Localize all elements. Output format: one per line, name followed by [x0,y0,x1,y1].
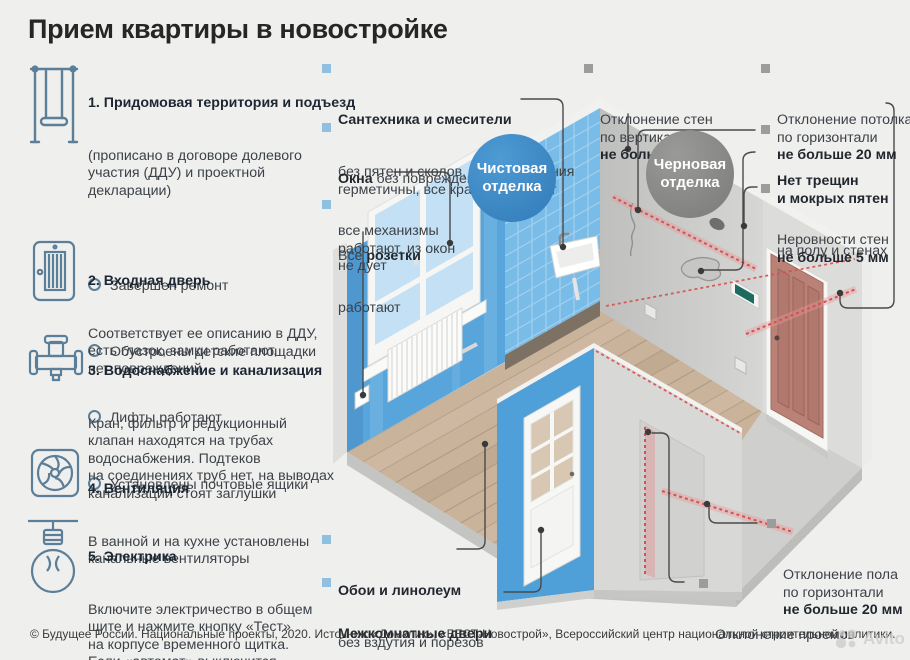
callout-wall-evenness [743,186,758,224]
blue-bullet-icon [322,123,331,132]
annotation-interior-doors: Межкомнатные двери без повреждений, ручк… [322,574,563,660]
section-desc: Включите электричество в общем щите и на… [88,602,313,660]
checklist: Завершен ремонт Обустроены детские площа… [88,243,328,543]
blue-bullet-icon [322,535,331,544]
badge-clean-finish: Чистовая отделка [468,134,556,222]
gray-bullet-icon [767,519,776,528]
section-desc: В ванной и на кухне установлены канальны… [88,534,310,568]
wall-cut-edge [333,243,347,464]
annotation-sockets: Все розетки работают [322,196,421,353]
page-title: Прием квартиры в новостройке [28,14,448,44]
circle-bullet-icon [88,277,101,291]
badge-rough-finish: Черновая отделка [646,130,734,218]
interior-door [523,385,581,587]
callout-lines [362,98,895,593]
rough-socket-1 [644,302,657,321]
section-entry-door: 2. Входная дверь Соответствует ее описан… [28,238,328,413]
circle-bullet-icon [88,410,101,424]
window-wall [347,147,505,452]
measure-partition-top [595,350,741,434]
electrical-panel [730,278,760,310]
blue-bullet-icon [322,578,331,587]
callout-opening [651,432,685,583]
section-ventilation: 4. Вентиляция В ванной и на кухне устано… [28,446,328,604]
gray-bullet-icon [761,125,770,134]
callout-ceiling [839,102,895,309]
swing-icon [28,62,80,151]
valve-icon [28,334,84,397]
source-credit: © Будущее России. Национальные проекты, … [30,627,896,641]
callout-interior-door [503,532,542,593]
section-title: 3. Водоснабжение и канализация [88,362,323,379]
section-electricity: 5. Электрика Включите электричество в об… [28,514,328,660]
gray-bullet-icon [761,184,770,193]
door-icon [32,240,76,307]
section-desc: Кран, фильтр и редукционный клапан наход… [88,416,335,502]
callout-plumbing [520,98,564,245]
section-title: 5. Электрика [88,548,177,565]
blue-bullet-icon [322,64,331,73]
avito-logo-icon [835,629,857,649]
callout-flooring [456,446,486,550]
circle-bullet-icon [88,344,101,358]
checklist-item: Обустроены детские площадки [88,344,328,361]
fan-icon [30,448,80,503]
rough-socket-2 [734,356,747,375]
annotation-flooring: Обои и линолеум без вздутия и порезов [322,531,484,660]
gray-bullet-icon [761,64,770,73]
bulb-icon [28,516,78,607]
blue-bullet-icon [322,200,331,209]
front-door [765,246,829,459]
gray-bullet-icon [584,64,593,73]
wall-crack [629,202,636,257]
door-handle [774,335,780,341]
circle-bullet-icon [88,476,101,490]
section-desc: Соответствует ее описанию в ДДУ, есть гл… [88,326,318,377]
section-water: 3. Водоснабжение и канализация Кран, фил… [28,328,335,538]
annotation-cracks: Нет трещин и мокрых пятен на полу и стен… [761,121,889,295]
concrete-floor [736,410,862,595]
checklist-item: Лифты работают [88,410,328,427]
window [367,147,481,367]
measure-door-diagonal [744,285,858,338]
avito-wordmark: Avito [863,629,905,648]
callout-window [393,171,451,241]
callout-wet-spot [703,151,756,271]
section-desc: (прописано в договоре долевого участия (… [88,148,302,199]
measure-opening-vertical [644,425,655,578]
callout-crack [637,129,756,208]
section-title: 4. Вентиляция [88,480,190,497]
section-title: 2. Входная дверь [88,272,211,289]
gray-bullet-icon [699,579,708,588]
checklist-item: Установлены почтовые ящики [88,476,328,494]
section-title: 1. Придомовая территория и подъезд [88,94,356,111]
section-yard: 1. Придомовая территория и подъезд (проп… [28,60,356,578]
vent-hole [709,217,725,231]
measure-ceiling-diagonal [605,258,856,307]
interior-door-handle [569,471,575,477]
callout-dots [359,145,844,534]
annotation-windows: Окна без повреждений, все механизмы рабо… [322,119,495,310]
callout-floor-level [708,506,758,524]
checklist-item: Завершен ремонт [88,277,328,295]
avito-watermark: Avito [833,626,905,652]
partition-wall [497,343,795,610]
